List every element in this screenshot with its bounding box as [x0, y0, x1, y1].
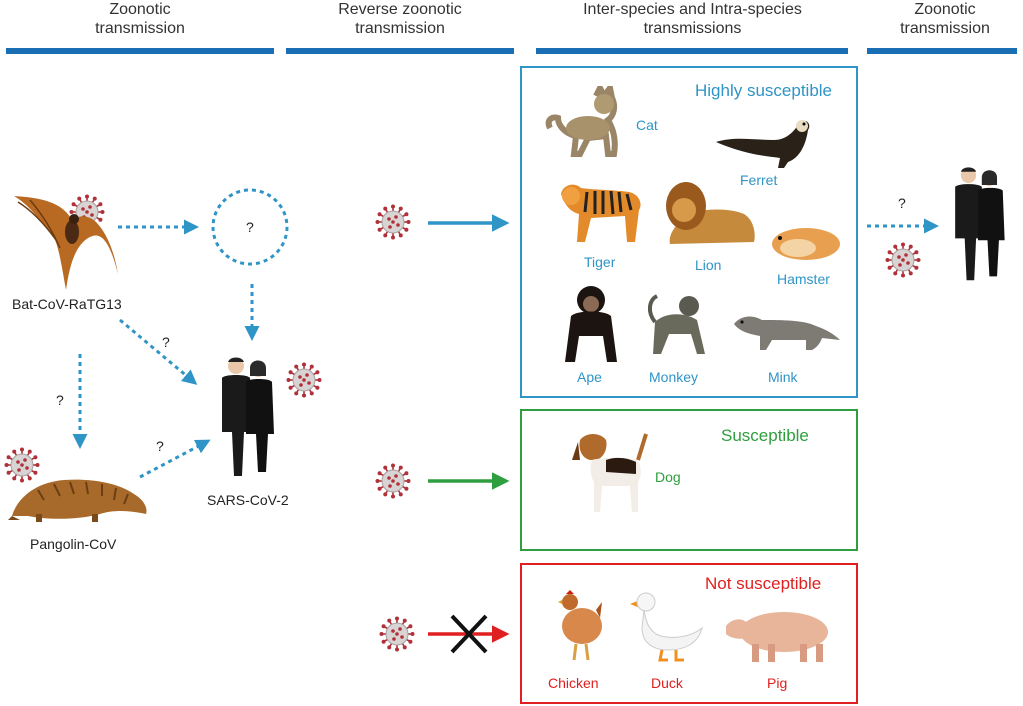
header-zoonotic-1: Zoonotic transmission — [70, 0, 210, 38]
chicken-icon — [558, 590, 602, 661]
ape-icon — [565, 286, 617, 362]
people-icon — [955, 167, 1005, 281]
header-reverse-zoonotic: Reverse zoonotic transmission — [300, 0, 500, 38]
pangolin-icon — [8, 479, 147, 522]
mink-icon — [734, 316, 840, 350]
virus-icon — [375, 204, 411, 240]
header-line: Zoonotic — [109, 1, 171, 18]
header-bar — [286, 48, 514, 54]
pangolin-label: Pangolin-CoV — [30, 536, 117, 552]
header-line: transmission — [900, 20, 990, 37]
duck-icon — [630, 592, 703, 662]
animal-label-dog: Dog — [655, 469, 681, 485]
unknown-intermediate-host — [211, 188, 289, 266]
header-inter-intra: Inter-species and Intra-species transmis… — [540, 0, 845, 38]
animal-label-tiger: Tiger — [584, 254, 616, 270]
animal-label-mink: Mink — [768, 369, 798, 385]
question-mark-intermediate: ? — [246, 219, 254, 235]
header-line: Reverse zoonotic — [338, 1, 462, 18]
cross-icon — [450, 614, 488, 654]
animal-label-duck: Duck — [651, 675, 683, 691]
question-mark-pangolin-human: ? — [156, 438, 164, 454]
virus-icon — [286, 362, 322, 398]
people-icon — [222, 357, 274, 476]
virus-icon — [379, 616, 415, 652]
question-mark-bat-human: ? — [162, 334, 170, 350]
header-bar — [536, 48, 848, 54]
highly-susceptible-box — [520, 66, 858, 398]
susceptible-box — [520, 409, 858, 551]
virus-icon — [4, 447, 40, 483]
virus-icon — [885, 242, 921, 278]
human-label: SARS-CoV-2 — [207, 492, 289, 508]
arrow-bat-to-human — [119, 318, 198, 385]
header-bar — [6, 48, 274, 54]
header-bar — [867, 48, 1017, 54]
header-line: transmission — [355, 20, 445, 37]
header-line: transmissions — [643, 20, 742, 37]
susceptible-title: Susceptible — [721, 426, 809, 445]
header-zoonotic-2: Zoonotic transmission — [875, 0, 1015, 38]
question-mark-right: ? — [898, 195, 906, 211]
cat-icon — [545, 86, 618, 157]
animal-label-monkey: Monkey — [649, 369, 699, 385]
virus-icon — [375, 463, 411, 499]
animal-label-ferret: Ferret — [740, 172, 778, 188]
bat-icon — [14, 196, 118, 290]
arrow-pangolin-to-human — [139, 439, 211, 479]
header-line: transmission — [95, 20, 185, 37]
animal-label-hamster: Hamster — [777, 271, 830, 287]
animal-label-lion: Lion — [695, 257, 722, 273]
highly-susceptible-title: Highly susceptible — [695, 81, 833, 100]
header-line: Inter-species and Intra-species — [583, 1, 802, 18]
lion-icon — [666, 182, 755, 244]
animal-label-ape: Ape — [577, 369, 602, 385]
animal-label-cat: Cat — [636, 117, 658, 133]
dog-icon — [572, 433, 648, 512]
not-susceptible-title: Not susceptible — [705, 574, 822, 593]
animal-label-pig: Pig — [767, 675, 788, 691]
pig-icon — [726, 612, 828, 662]
not-susceptible-box — [520, 563, 858, 704]
header-line: Zoonotic — [914, 1, 976, 18]
tiger-icon — [561, 184, 641, 242]
ferret-icon — [716, 120, 810, 168]
question-mark-bat-pangolin: ? — [56, 392, 64, 408]
monkey-icon — [648, 294, 705, 354]
bat-label: Bat-CoV-RaTG13 — [12, 296, 122, 312]
hamster-icon — [772, 228, 840, 260]
animal-label-chicken: Chicken — [548, 675, 599, 691]
